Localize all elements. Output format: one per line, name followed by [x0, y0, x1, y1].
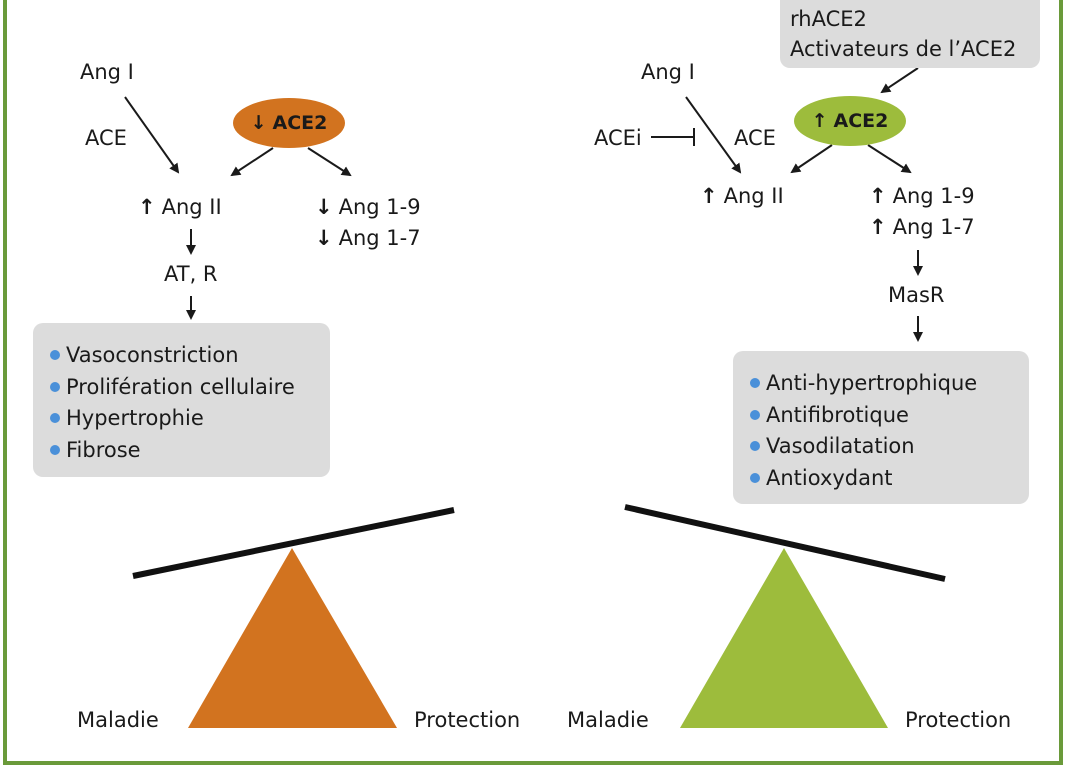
bullet-icon — [750, 409, 760, 420]
left-balance-maladie: Maladie — [77, 708, 159, 732]
right-top-box-line-1: rhACE2 — [790, 7, 867, 31]
list-item: Vasodilatation — [750, 431, 1029, 463]
left-ace2-label: ACE2 — [272, 112, 328, 134]
bullet-icon — [50, 444, 60, 455]
balance-triangle-right — [680, 548, 888, 728]
right-balance-maladie: Maladie — [567, 708, 649, 732]
left-ang17-row: ↓Ang 1-7 — [315, 226, 421, 250]
bullet-icon — [750, 378, 760, 388]
right-ace2-ellipse: ↑ACE2 — [794, 96, 906, 146]
arrow-ace2-to-ang19-left — [307, 147, 352, 177]
right-ang17-label: Ang 1-7 — [892, 215, 975, 239]
right-ang2-label: Ang II — [723, 184, 784, 208]
list-item: Antioxydant — [750, 463, 1029, 495]
arrow-ace2-to-ang19-right — [867, 144, 912, 174]
down-arrow-icon: ↓ — [250, 112, 267, 134]
down-arrow-icon: ↓ — [315, 226, 333, 250]
bullet-icon — [50, 350, 60, 360]
left-balance-protection: Protection — [414, 708, 521, 732]
left-ang19-label: Ang 1-9 — [338, 195, 421, 219]
balance-beam-left — [132, 507, 455, 579]
left-ang17-label: Ang 1-7 — [338, 226, 421, 250]
arrow-topbox-to-ace2 — [880, 67, 919, 94]
left-ang1-label: Ang I — [80, 60, 134, 84]
left-ang19-row: ↓Ang 1-9 — [315, 195, 421, 219]
up-arrow-icon: ↑ — [138, 195, 156, 219]
arrow-ace2-to-ang2-left — [230, 147, 274, 177]
left-atr-label: AT, R — [164, 262, 218, 286]
arrow-ace2-to-ang2-right — [790, 144, 833, 174]
left-effects-list: Vasoconstriction Prolifération cellulair… — [50, 340, 330, 466]
list-item: Fibrose — [50, 435, 330, 467]
right-ang2-row: ↑Ang II — [700, 184, 784, 208]
right-masr-label: MasR — [888, 283, 945, 307]
right-ace2-label: ACE2 — [833, 110, 889, 132]
bullet-icon — [750, 472, 760, 483]
arrow-ang1-to-ang2-right — [685, 96, 742, 174]
right-effects-list: Anti-hypertrophique Antifibrotique Vasod… — [750, 368, 1029, 494]
left-ang2-label: Ang II — [161, 195, 222, 219]
right-balance-protection: Protection — [905, 708, 1012, 732]
right-top-box: rhACE2 Activateurs de l’ACE2 — [780, 0, 1040, 68]
list-item: Anti-hypertrophique — [750, 368, 1029, 400]
bullet-icon — [50, 413, 60, 423]
up-arrow-icon: ↑ — [811, 110, 828, 132]
right-ang19-label: Ang 1-9 — [892, 184, 975, 208]
balance-beam-right — [624, 504, 946, 582]
down-arrow-icon: ↓ — [315, 195, 333, 219]
bullet-icon — [750, 441, 760, 451]
right-ang19-row: ↑Ang 1-9 — [869, 184, 975, 208]
right-ang17-row: ↑Ang 1-7 — [869, 215, 975, 239]
list-item: Hypertrophie — [50, 403, 330, 435]
list-item: Prolifération cellulaire — [50, 372, 330, 404]
figure-frame — [3, 0, 1063, 765]
list-item: Vasoconstriction — [50, 340, 330, 372]
right-effects-box: Anti-hypertrophique Antifibrotique Vasod… — [733, 351, 1029, 504]
left-ace2-ellipse: ↓ACE2 — [233, 98, 345, 148]
up-arrow-icon: ↑ — [869, 184, 887, 208]
right-top-box-line-2: Activateurs de l’ACE2 — [790, 37, 1017, 61]
up-arrow-icon: ↑ — [700, 184, 718, 208]
bullet-icon — [50, 381, 60, 392]
left-ace-label: ACE — [85, 126, 127, 150]
left-effects-box: Vasoconstriction Prolifération cellulair… — [33, 323, 330, 477]
right-ace-label: ACE — [734, 126, 776, 150]
list-item: Antifibrotique — [750, 400, 1029, 432]
up-arrow-icon: ↑ — [869, 215, 887, 239]
right-acei-label: ACEi — [594, 126, 642, 150]
arrow-ang1-to-ang2-left — [124, 96, 180, 174]
balance-triangle-left — [188, 548, 397, 728]
right-ang1-label: Ang I — [641, 60, 695, 84]
left-ang2-row: ↑Ang II — [138, 195, 222, 219]
